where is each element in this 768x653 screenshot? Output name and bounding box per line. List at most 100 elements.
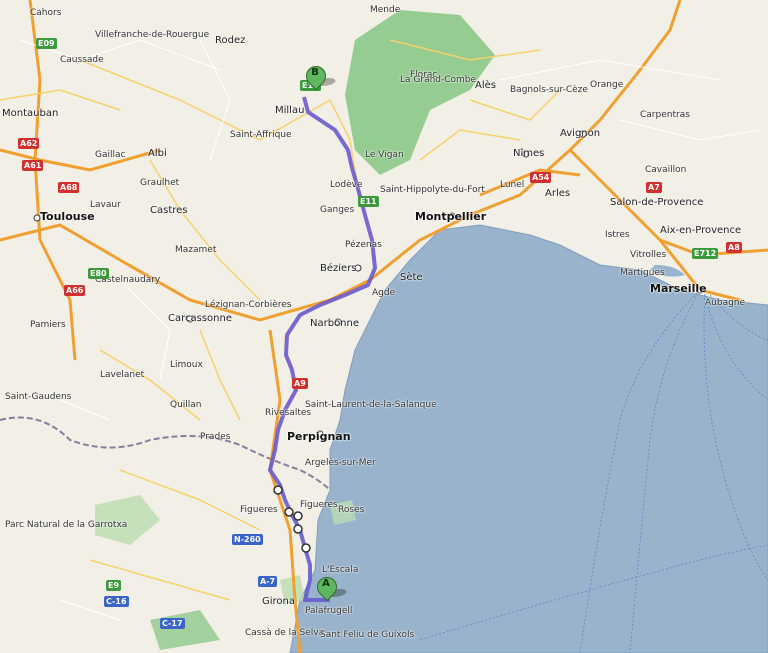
place-label: Gaillac: [95, 150, 126, 160]
road-shield: A54: [530, 172, 552, 183]
city-label: Montauban: [2, 108, 59, 119]
road-shield: A8: [726, 242, 742, 253]
city-label: Toulouse: [40, 210, 95, 223]
road-shield: E11: [358, 196, 379, 207]
road-shield: C-17: [160, 618, 185, 629]
city-label: Figueres: [240, 505, 278, 515]
road-shield: A61: [22, 160, 44, 171]
lagoon: [650, 265, 685, 277]
place-label: Vitrolles: [630, 250, 667, 260]
place-label: Florac: [410, 70, 438, 80]
primary-roads: [0, 39, 561, 601]
place-label: Rivesaltes: [265, 408, 312, 418]
road-shield: E09: [36, 38, 57, 49]
city-label: Avignon: [560, 128, 601, 139]
road-shield: A7: [646, 182, 662, 193]
park: [280, 575, 305, 605]
city-label: Béziers: [320, 263, 357, 274]
road-shield: E15: [300, 80, 321, 91]
place-label: Mende: [370, 5, 401, 15]
place-label: Figueres: [300, 500, 338, 510]
shipping-lanes: [419, 289, 768, 653]
place-label: Bagnols-sur-Cèze: [510, 85, 588, 95]
city-label: Alès: [475, 80, 496, 91]
route-waypoint: [293, 511, 303, 521]
place-label: Istres: [605, 230, 630, 240]
road-shield: N-260: [232, 534, 263, 545]
city-label: Girona: [262, 596, 296, 607]
road-shield: A62: [18, 138, 40, 149]
route-waypoint: [284, 507, 294, 517]
place-label: Graulhet: [140, 178, 180, 188]
lagoon: [395, 270, 435, 295]
city-label: Albi: [148, 148, 167, 159]
place-label: Saint-Gaudens: [5, 392, 72, 402]
place-label: Cavaillon: [645, 165, 687, 175]
city-dots: [33, 130, 704, 438]
route-waypoint: [293, 524, 303, 534]
place-label: Mazamet: [175, 245, 217, 255]
road-shield: A9: [292, 378, 308, 389]
route-waypoint: [301, 543, 311, 553]
place-label: Pamiers: [30, 320, 66, 330]
park: [330, 500, 356, 525]
road-shield: C-16: [104, 596, 129, 607]
place-label: Quillan: [170, 400, 202, 410]
city-label: Martigues: [620, 268, 665, 278]
road-shield: A68: [58, 182, 80, 193]
place-label: Sant Feliu de Guíxols: [320, 630, 415, 640]
place-label: Ganges: [320, 205, 355, 215]
place-label: Cassà de la Selva: [245, 628, 325, 638]
city-label: Palafrugell: [305, 606, 353, 616]
city-label: Salon-de-Provence: [610, 197, 704, 208]
place-label: La Grand-Combe: [400, 75, 477, 85]
place-label: Parc Natural de la Garrotxa: [5, 520, 128, 530]
place-label: Lézignan-Corbières: [205, 300, 292, 310]
road-shield: E80: [88, 268, 109, 279]
route-start-marker[interactable]: A: [312, 572, 350, 602]
place-label: Lavelanet: [100, 370, 145, 380]
national-park: [345, 10, 495, 175]
place-label: Lavaur: [90, 200, 121, 210]
place-label: Carpentras: [640, 110, 690, 120]
route-waypoint: [273, 485, 283, 495]
city-label: Montpellier: [415, 210, 487, 223]
place-label: Le Vigan: [365, 150, 404, 160]
road-shield: A66: [64, 285, 86, 296]
place-label: Prades: [200, 432, 231, 442]
place-label: Castelnaudary: [95, 275, 161, 285]
place-label: Villefranche-de-Rouergue: [95, 30, 210, 40]
place-label: Aubagne: [705, 298, 746, 308]
city-label: Carcassonne: [168, 313, 232, 324]
city-label: Aix-en-Provence: [660, 225, 742, 236]
road-shield: E9: [106, 580, 122, 591]
place-label: Saint-Laurent-de-la-Salanque: [305, 400, 437, 410]
minor-roads: [19, 39, 761, 621]
city-label: Orange: [590, 80, 624, 90]
place-label: Caussade: [60, 55, 104, 65]
place-label: Saint-Affrique: [230, 130, 292, 140]
park: [150, 610, 220, 650]
city-label: Sète: [400, 272, 423, 283]
city-label: Perpignan: [287, 430, 351, 443]
place-label: Pézenas: [345, 240, 382, 250]
park: [95, 495, 160, 545]
place-label: Saint-Hippolyte-du-Fort: [380, 185, 485, 195]
place-label: L'Escala: [322, 565, 359, 575]
route-waypoints: [273, 485, 311, 553]
place-label: Cahors: [30, 8, 62, 18]
place-label: Lunel: [500, 180, 525, 190]
route-end-marker[interactable]: B: [301, 61, 339, 91]
road-shield: A-7: [258, 576, 278, 587]
place-label: Limoux: [170, 360, 203, 370]
place-label: Lodève: [330, 180, 363, 190]
place-label: Roses: [338, 505, 365, 515]
city-label: Castres: [150, 205, 188, 216]
marker-label: B: [311, 67, 319, 78]
mediterranean-sea: [289, 224, 768, 653]
road-shield: E712: [692, 248, 719, 259]
city-label: Marseille: [650, 282, 707, 295]
city-label: Millau: [275, 105, 305, 116]
